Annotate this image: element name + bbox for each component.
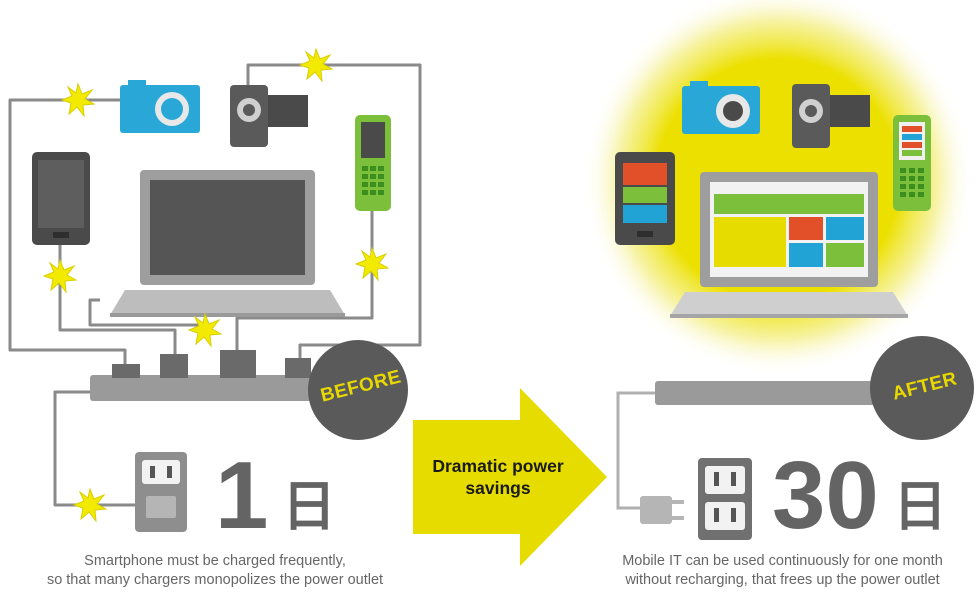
wall-outlet-icon [135,452,187,532]
laptop-icon [110,170,345,317]
before-caption-line2: so that many chargers monopolizes the po… [46,572,384,588]
wall-outlet-icon [698,458,752,540]
after-badge [870,336,974,440]
before-scene [8,48,422,532]
feature-phone-icon [893,115,931,211]
before-caption-line1: Smartphone must be charged frequently, [84,553,346,569]
after-scene [583,0,974,540]
before-days-unit: 日 [282,475,336,538]
after-caption: Mobile IT can be used continuously for o… [590,552,975,590]
camcorder-icon [792,84,870,148]
smartphone-icon [615,152,675,245]
after-days-count: 30 [772,442,879,549]
power-strip [90,375,330,401]
spark-icon [188,313,222,347]
camcorder-icon [230,85,308,147]
power-strip [655,381,925,405]
arrow-label: Dramatic power savings [413,455,583,499]
after-days-unit: 日 [893,475,947,538]
camera-icon [682,81,760,134]
before-badge [308,340,408,440]
after-caption-line1: Mobile IT can be used continuously for o… [622,553,943,569]
laptop-icon [670,172,908,318]
smartphone-icon [32,152,90,245]
before-days-count: 1 [215,442,269,549]
arrow-right-icon [413,388,607,566]
feature-phone-icon [355,115,391,211]
after-caption-line2: without recharging, that frees up the po… [625,572,940,588]
before-caption: Smartphone must be charged frequently, s… [30,552,400,590]
plug-icon [640,496,684,524]
arrow-label-line1: Dramatic power [432,456,564,476]
arrow-label-line2: savings [465,478,531,498]
camera-icon [120,80,200,133]
